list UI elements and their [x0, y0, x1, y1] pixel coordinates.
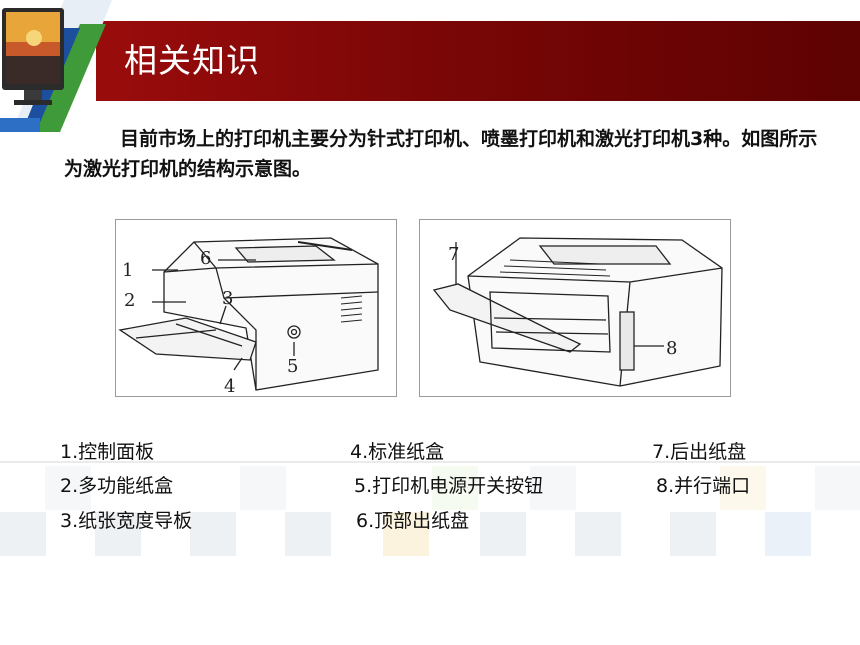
- caption-parallel-port: 8.并行端口: [656, 475, 751, 497]
- label-2: 2: [124, 290, 135, 311]
- caption-top-output-tray: 6.顶部出纸盘: [356, 510, 470, 532]
- caption-multipurpose-tray: 2.多功能纸盒: [60, 475, 174, 497]
- title-bar: [96, 21, 860, 101]
- printer-rear-view-figure: 7 8: [419, 219, 731, 397]
- page-title: 相关知识: [124, 41, 260, 80]
- caption-rear-output-tray: 7.后出纸盘: [652, 441, 747, 463]
- decorative-tile-background: [0, 461, 860, 556]
- intro-paragraph: 目前市场上的打印机主要分为针式打印机、喷墨打印机和激光打印机3种。如图所示为激光…: [64, 128, 818, 180]
- label-3: 3: [222, 288, 233, 309]
- label-7: 7: [448, 244, 459, 265]
- caption-control-panel: 1.控制面板: [60, 441, 155, 463]
- label-5: 5: [287, 356, 298, 377]
- caption-standard-tray: 4.标准纸盒: [350, 441, 445, 463]
- label-6: 6: [200, 248, 211, 269]
- label-1: 1: [122, 260, 133, 281]
- caption-power-button: 5.打印机电源开关按钮: [354, 475, 544, 497]
- label-4: 4: [224, 376, 235, 396]
- printer-front-view-figure: 1 2 3 4 5 6: [115, 219, 397, 397]
- caption-paper-width-guide: 3.纸张宽度导板: [60, 510, 193, 532]
- label-8: 8: [666, 338, 677, 359]
- monitor-logo-icon: [0, 0, 112, 132]
